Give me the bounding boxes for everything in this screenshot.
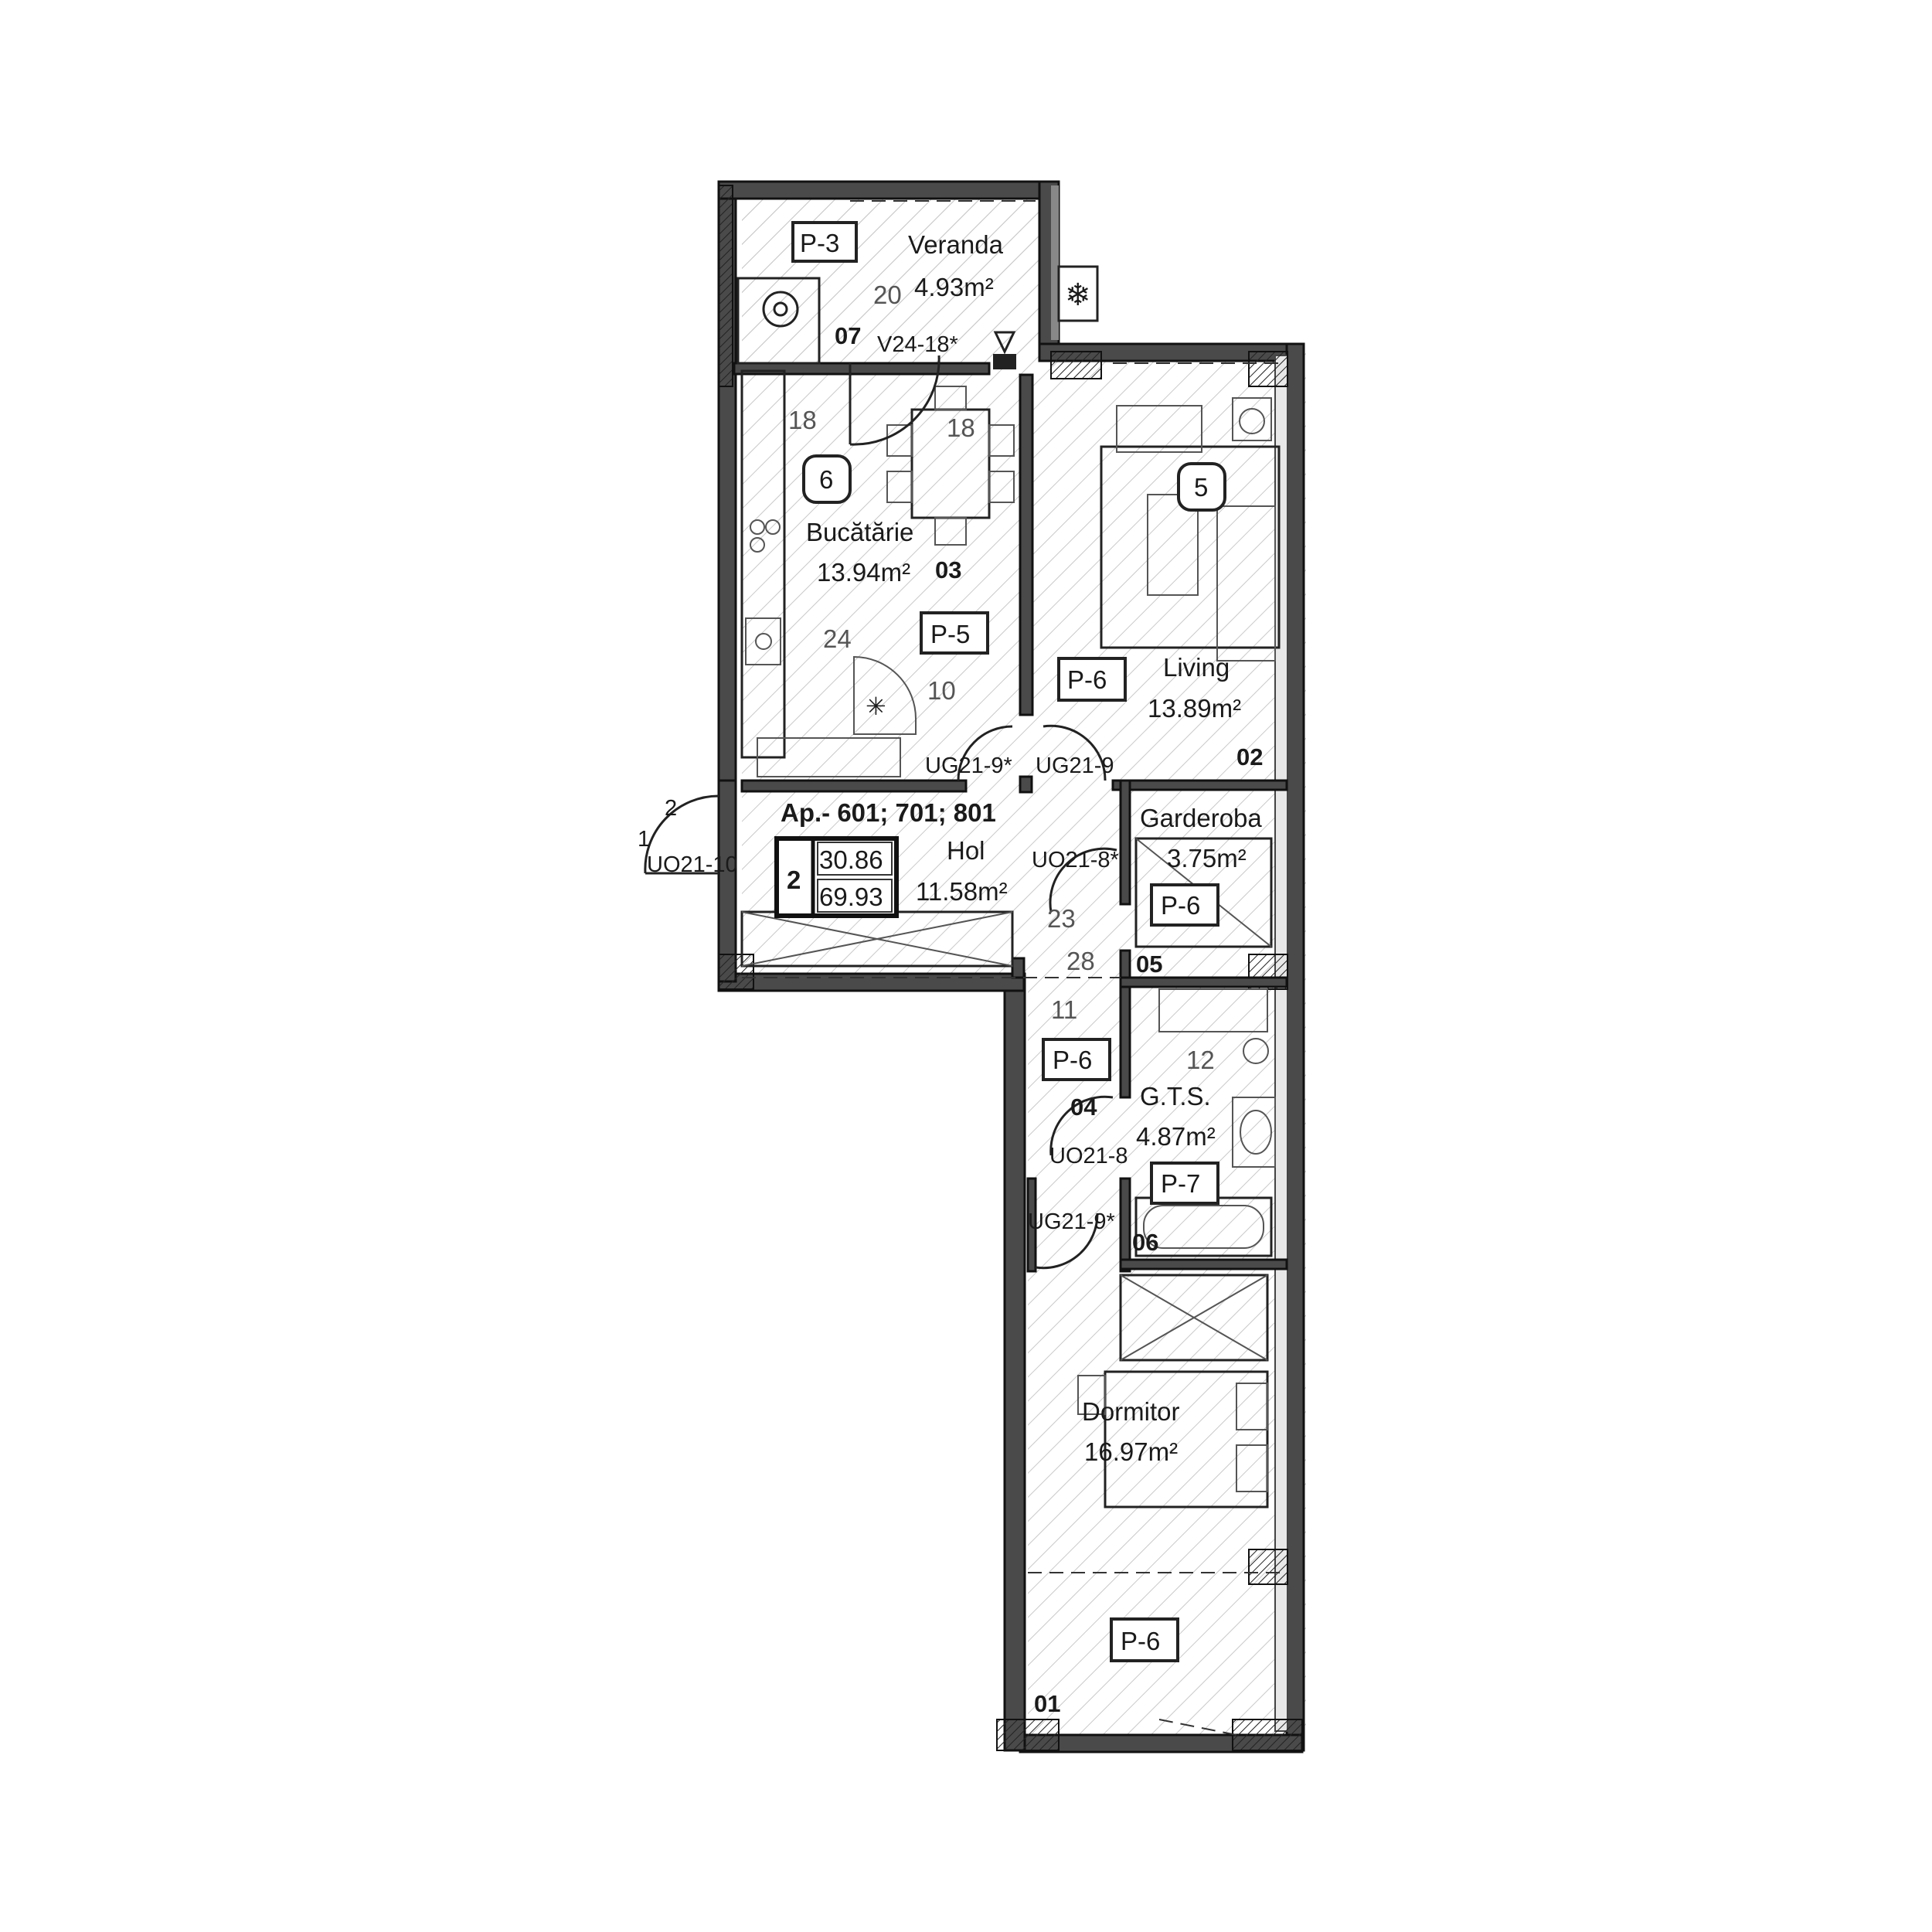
door-entrance-mark-1: 2 <box>665 796 677 821</box>
interior-walls <box>733 362 1288 1273</box>
door-living: UG21-9 <box>1036 753 1114 778</box>
tag-kitchen: P-5 <box>930 620 970 648</box>
door-bedroom: UG21-9* <box>1028 1209 1115 1234</box>
snowflake-icon: ❄ <box>1065 278 1091 312</box>
door-bath: UO21-8 <box>1049 1144 1128 1168</box>
apartment-total-area: 69.93 <box>819 883 883 911</box>
veranda-fixtures <box>736 265 1099 365</box>
living-circle-number: 5 <box>1194 473 1208 502</box>
hall-finish-c: 11 <box>1051 995 1077 1024</box>
kitchen-furniture <box>740 369 1015 777</box>
bath-fixtures <box>740 837 1276 1362</box>
bedroom-furniture <box>1077 1370 1269 1509</box>
veranda-area: 4.93m² <box>914 273 994 301</box>
veranda-name: Veranda <box>908 230 1004 259</box>
bath-name: G.T.S. <box>1140 1082 1211 1111</box>
wardrobe-area: 3.75m² <box>1167 844 1247 872</box>
veranda-code: 07 <box>835 322 861 349</box>
apartment-living-area: 30.86 <box>819 845 883 874</box>
living-furniture <box>1100 397 1281 662</box>
tag-boxes <box>791 221 1226 1662</box>
door-swings <box>644 355 1117 1270</box>
ventilation-icon <box>993 331 1016 369</box>
hall-finish-a: 23 <box>1047 904 1076 933</box>
kitchen-code: 03 <box>935 556 961 583</box>
kitchen-circle-number: 6 <box>819 465 833 494</box>
bedroom-area: 16.97m² <box>1084 1437 1178 1466</box>
door-entrance: UO21-10 <box>647 852 738 877</box>
living-name: Living <box>1163 653 1230 682</box>
bath-code: 06 <box>1132 1229 1158 1256</box>
tag-hall: P-6 <box>1053 1046 1092 1074</box>
tag-bath: P-7 <box>1161 1169 1200 1198</box>
door-entrance-mark-2: 1 <box>638 827 650 852</box>
bedroom-name: Dormitor <box>1082 1397 1180 1426</box>
bath-finish: 12 <box>1186 1046 1215 1074</box>
wardrobe-name: Garderoba <box>1140 804 1262 832</box>
bath-area: 4.87m² <box>1136 1122 1216 1151</box>
living-area: 13.89m² <box>1148 694 1241 723</box>
kitchen-finish-b: 18 <box>947 413 975 442</box>
hall-finish-b: 28 <box>1066 947 1095 975</box>
tag-bedroom: P-6 <box>1121 1627 1160 1655</box>
wardrobe-code: 05 <box>1136 951 1162 978</box>
kitchen-finish-a: 18 <box>788 406 817 434</box>
hall-name: Hol <box>947 836 985 865</box>
kitchen-area: 13.94m² <box>817 558 910 587</box>
tag-wardrobe: P-6 <box>1161 891 1200 920</box>
apartment-summary <box>774 836 899 918</box>
kitchen-finish-c: 24 <box>823 624 852 653</box>
hall-code: 04 <box>1070 1094 1097 1121</box>
door-kitchen: UG21-9* <box>925 753 1012 778</box>
star-icon: ✳ <box>866 692 886 720</box>
apartment-rooms-count: 2 <box>787 866 801 894</box>
tag-veranda: P-3 <box>800 229 839 257</box>
dashed-lines <box>742 200 1283 1736</box>
kitchen-name: Bucătărie <box>806 518 913 546</box>
kitchen-finish-d: 10 <box>927 676 956 705</box>
apartment-label: Ap.- 601; 701; 801 <box>781 798 996 827</box>
hall-area: 11.58m² <box>916 877 1008 906</box>
tag-living: P-6 <box>1067 665 1107 694</box>
bedroom-code: 01 <box>1034 1690 1060 1717</box>
veranda-window: V24-18* <box>877 332 958 357</box>
veranda-finish: 20 <box>873 281 902 309</box>
door-wardrobe: UO21-8* <box>1032 848 1119 872</box>
living-code: 02 <box>1236 743 1263 770</box>
